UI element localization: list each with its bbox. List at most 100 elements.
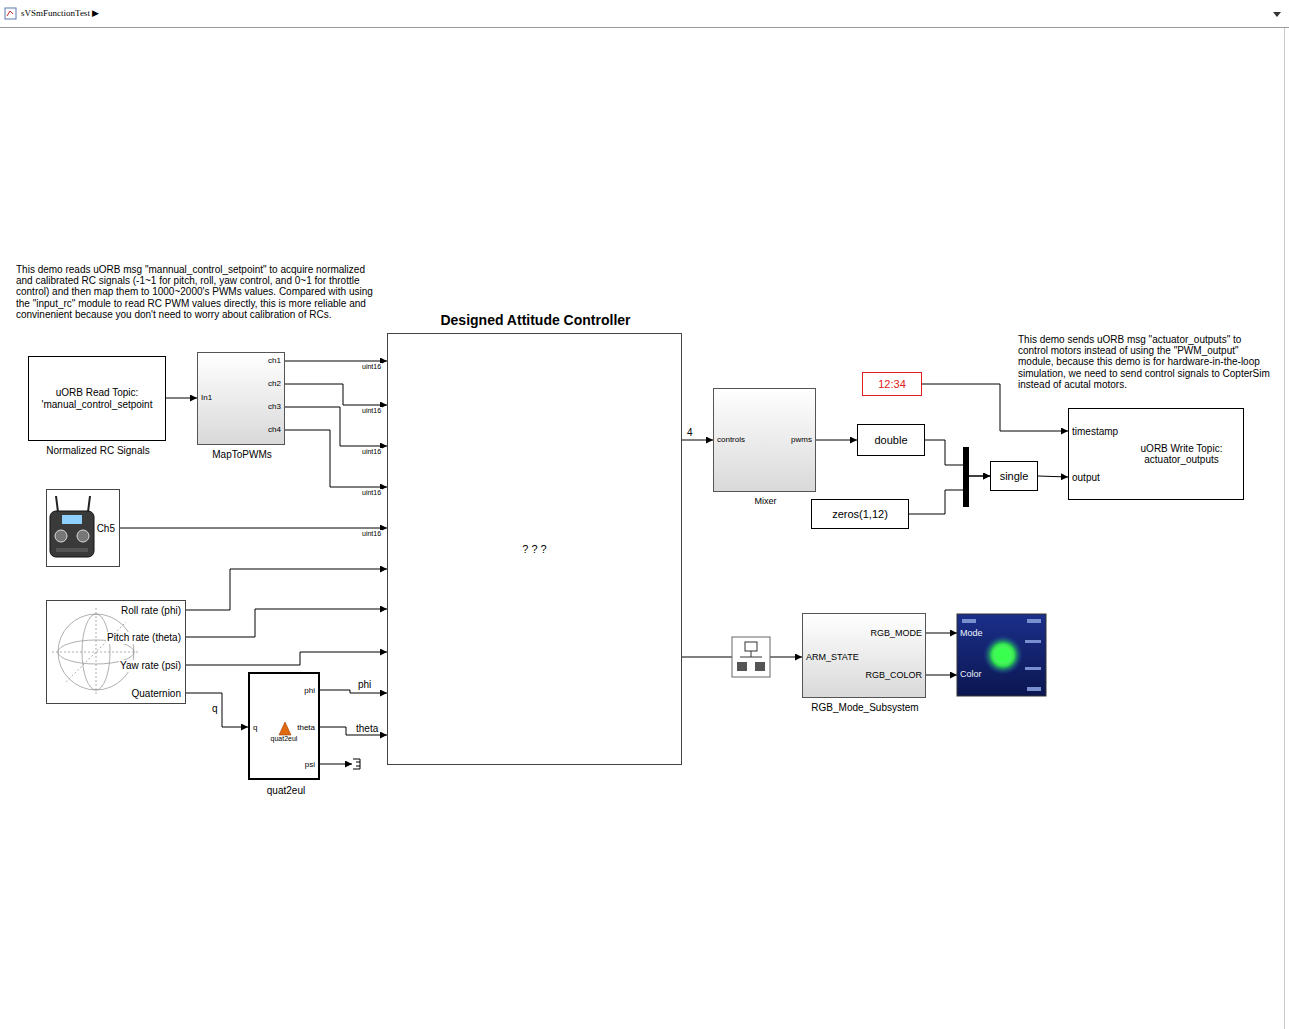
port-label: Color — [960, 669, 982, 679]
port-label: ch3 — [268, 402, 281, 411]
controller-subsystem: Designed Attitude Controller? ? ? — [387, 333, 682, 765]
signal-name: 4 — [686, 428, 694, 438]
signal-name: phi — [357, 680, 372, 690]
toolbar-border — [0, 27, 1289, 28]
uorb-read-block: uORB Read Topic: 'manual_control_setpoin… — [28, 356, 166, 441]
mux-bar — [963, 447, 969, 507]
globe-axis — [66, 622, 126, 682]
block-text: ? ? ? — [388, 334, 681, 764]
port-label: Yaw rate (psi) — [119, 660, 182, 672]
signal-line — [285, 384, 387, 405]
block-name: RGB_Mode_Subsystem — [743, 702, 987, 714]
block-text: zeros(1,12) — [812, 500, 908, 528]
block-title: Designed Attitude Controller — [328, 312, 743, 328]
panel-mark — [1027, 619, 1041, 623]
stick — [55, 530, 67, 542]
led-indicator-icon — [957, 614, 1046, 696]
port-label: psi — [305, 760, 315, 769]
port-label: Mode — [960, 628, 983, 638]
signal-line — [909, 476, 990, 514]
signal-name: q — [211, 704, 219, 714]
attitude-globe-icon — [52, 608, 140, 696]
model-icon — [5, 8, 16, 19]
rc-transmitter-icon — [50, 496, 94, 557]
signal-line — [320, 690, 387, 693]
antenna — [88, 496, 90, 512]
panel-mark — [1025, 640, 1041, 643]
block-name: quat2eul — [190, 785, 382, 797]
panel-mark — [962, 619, 976, 623]
subsystem-block: In1ch1ch2ch3ch4MapToPWMs — [197, 352, 285, 445]
signal-line — [1038, 476, 1068, 477]
uorb-write-block: timestamp output uORB Write Topic: actuato… — [1068, 408, 1244, 500]
matlab-function-block: qphithetapsiquat2eulquat2eul — [248, 672, 320, 780]
port-label: ARM_STATE — [806, 652, 859, 662]
data-type-label: uint16 — [361, 489, 382, 496]
port-label: ch4 — [268, 425, 281, 434]
data-type-label: uint16 — [361, 530, 382, 537]
port-label: RGB_MODE — [870, 628, 922, 638]
led-panel — [957, 614, 1046, 696]
signal-line — [186, 609, 387, 637]
mixer-block: controlspwmsMixer — [713, 388, 816, 492]
description-note: This demo reads uORB msg "mannual_contro… — [16, 264, 384, 320]
switch-row — [56, 548, 88, 552]
panel-mark — [1027, 687, 1041, 691]
signal-name: theta — [355, 724, 379, 734]
signal-line — [926, 633, 957, 634]
terminator-mark — [353, 759, 360, 769]
toolbar-ground — [0, 0, 1289, 27]
block-text: quat2eul — [250, 735, 318, 743]
block-text: double — [858, 425, 924, 455]
model-icon-mark — [7, 11, 13, 16]
signal-line — [285, 430, 387, 487]
port-label: output — [1072, 472, 1100, 484]
led-block: ModeColor — [957, 614, 1046, 696]
port-label: Pitch rate (theta) — [106, 632, 182, 644]
stick — [77, 530, 89, 542]
data-type-label: uint16 — [361, 407, 382, 414]
data-type-label: uint16 — [361, 363, 382, 370]
signal-line — [285, 361, 387, 362]
signal-line — [120, 528, 387, 529]
port-label: timestamp — [1072, 426, 1118, 438]
port-label: In1 — [201, 393, 212, 402]
port-label: theta — [297, 723, 315, 732]
signal-line — [285, 407, 387, 446]
dropdown-arrow — [1273, 12, 1281, 17]
bus-selector-mark — [740, 657, 762, 658]
bus-selector-mark — [755, 662, 765, 671]
led-light — [995, 647, 1011, 663]
port-label: RGB_COLOR — [865, 670, 922, 680]
sensor-block: Roll rate (phi) Pitch rate (theta) Yaw rat… — [46, 600, 186, 704]
port-label: Roll rate (phi) — [120, 605, 182, 617]
antenna — [56, 496, 58, 512]
signal-line — [922, 384, 1068, 431]
block-name: Normalized RC Signals — [0, 445, 227, 457]
data-type-label: uint16 — [361, 448, 382, 455]
matlab-function-icon — [279, 722, 291, 735]
signal-line — [926, 675, 957, 676]
block-name: MapToPWMs — [138, 449, 346, 461]
signal-line — [682, 657, 802, 658]
port-label: q — [253, 723, 257, 732]
bus-selector-icon — [732, 637, 770, 677]
bus-selector-mark — [737, 662, 747, 671]
signal-line — [682, 440, 713, 441]
type-conversion: single — [990, 461, 1038, 491]
port-label: ch2 — [268, 379, 281, 388]
bus-selector-mark — [745, 642, 757, 651]
signal-line — [166, 398, 197, 399]
transmitter-screen — [62, 515, 82, 524]
bus-selector-mark — [751, 651, 752, 657]
port-label: phi — [304, 686, 315, 695]
bus-selector-box — [732, 637, 770, 677]
block-text: uORB Write Topic: actuator_outputs — [1121, 409, 1242, 499]
block-text: single — [991, 462, 1037, 490]
port-label: ch1 — [268, 356, 281, 365]
